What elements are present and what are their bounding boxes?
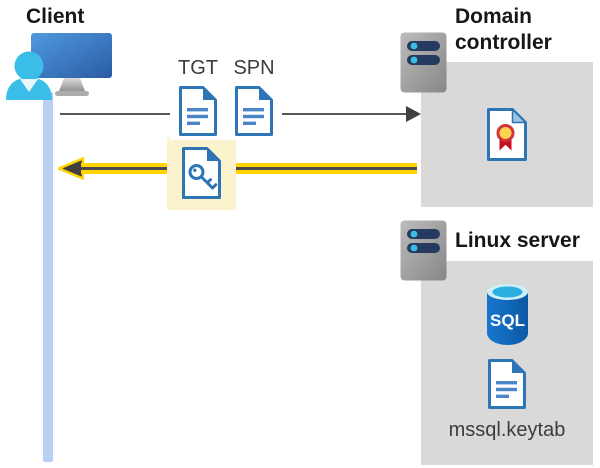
keytab-document-icon bbox=[488, 359, 526, 409]
spn-document-icon bbox=[235, 86, 273, 136]
spn-label: SPN bbox=[233, 57, 275, 79]
client-label: Client bbox=[26, 5, 85, 28]
tgt-document-icon bbox=[179, 86, 217, 136]
client-user-monitor-icon bbox=[6, 33, 112, 100]
sql-database-icon: SQL bbox=[487, 284, 528, 345]
client-timeline bbox=[43, 92, 53, 462]
linux-server-label: Linux server bbox=[455, 229, 580, 252]
tgt-label: TGT bbox=[178, 57, 218, 79]
sql-icon-label: SQL bbox=[490, 311, 525, 330]
key-ticket-document-icon bbox=[182, 147, 221, 199]
linux-server-icon bbox=[400, 220, 447, 281]
certificate-icon bbox=[487, 107, 528, 161]
response-arrow bbox=[58, 157, 417, 180]
domain-controller-server-icon bbox=[400, 32, 447, 93]
keytab-filename-label: mssql.keytab bbox=[448, 419, 566, 441]
domain-controller-label: Domain controller bbox=[455, 5, 552, 54]
spn-document-pad bbox=[226, 82, 282, 140]
tgt-document-pad bbox=[170, 82, 226, 140]
response-arrow-line bbox=[81, 163, 417, 174]
request-arrow-head-icon bbox=[406, 106, 421, 122]
